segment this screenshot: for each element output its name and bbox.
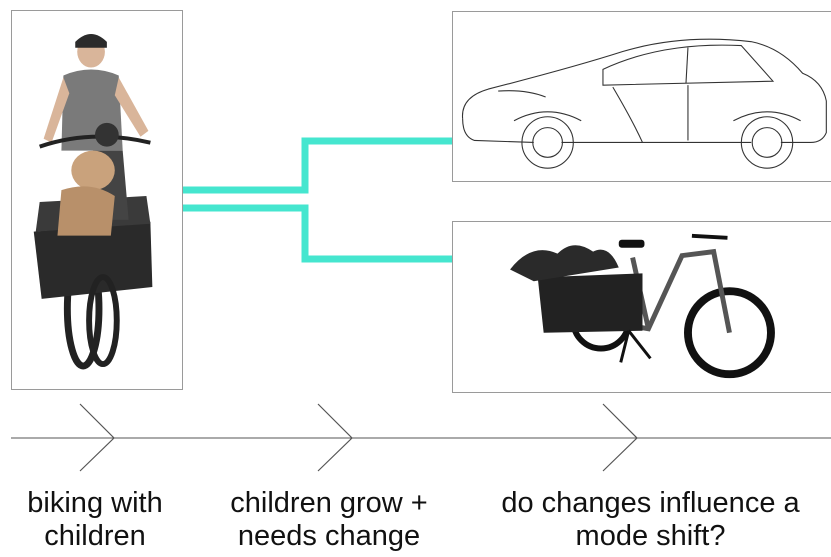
car-front-wheel [521, 116, 574, 169]
bike-saddle [618, 239, 645, 248]
car-headlight [498, 90, 546, 98]
adult-arm-left [43, 77, 70, 143]
timeline-chevron-1 [79, 403, 115, 472]
car-rear-arch [733, 111, 801, 122]
family-cargo-bike-illustration [33, 33, 153, 370]
caption-line: children grow + [230, 487, 428, 519]
caption-line: children [44, 520, 146, 552]
caption-biking-with-children: biking with children [0, 487, 190, 553]
caption-line: needs change [237, 520, 421, 552]
longtail-cargo-bike-photo [510, 233, 775, 379]
dog-body [57, 186, 115, 236]
car-body-outline [462, 38, 827, 143]
bike-front-wheel [684, 287, 775, 379]
car-front-bumper [462, 118, 534, 143]
child-helmet [95, 122, 119, 147]
connector-to-cargo-bike [183, 204, 452, 263]
timeline-chevron-3 [602, 403, 638, 472]
car-front-arch [513, 111, 582, 122]
connector-to-car [183, 137, 452, 194]
caption-line: mode shift? [575, 520, 726, 552]
timeline-chevron-2 [317, 403, 353, 472]
helmet [75, 33, 107, 48]
bike-handlebar [691, 233, 728, 240]
front-wheel [86, 274, 120, 368]
caption-children-grow: children grow + needs change [198, 487, 460, 553]
bike-pannier-bags [537, 273, 643, 333]
caption-mode-shift-question: do changes influence a mode shift? [470, 487, 831, 553]
bike-cargo-plants [510, 245, 619, 282]
bike-kickstand [619, 329, 652, 363]
car-rear-wheel [740, 116, 794, 169]
caption-line: biking with [27, 487, 163, 519]
handlebar [39, 134, 151, 149]
cargo-bike-image [452, 221, 831, 393]
car-front-door-line [612, 86, 643, 143]
adult-arm-right [114, 77, 149, 137]
car-rear-rim [751, 127, 783, 158]
cargo-box [33, 221, 153, 299]
car-image [452, 11, 831, 182]
car-line-drawing [462, 38, 827, 169]
car-front-rim [532, 127, 563, 158]
car-door-pillar [685, 47, 689, 84]
car-windows [602, 44, 775, 86]
biking-with-children-image [11, 10, 183, 390]
caption-line: do changes influence a [501, 487, 800, 519]
dog-head [71, 150, 115, 191]
